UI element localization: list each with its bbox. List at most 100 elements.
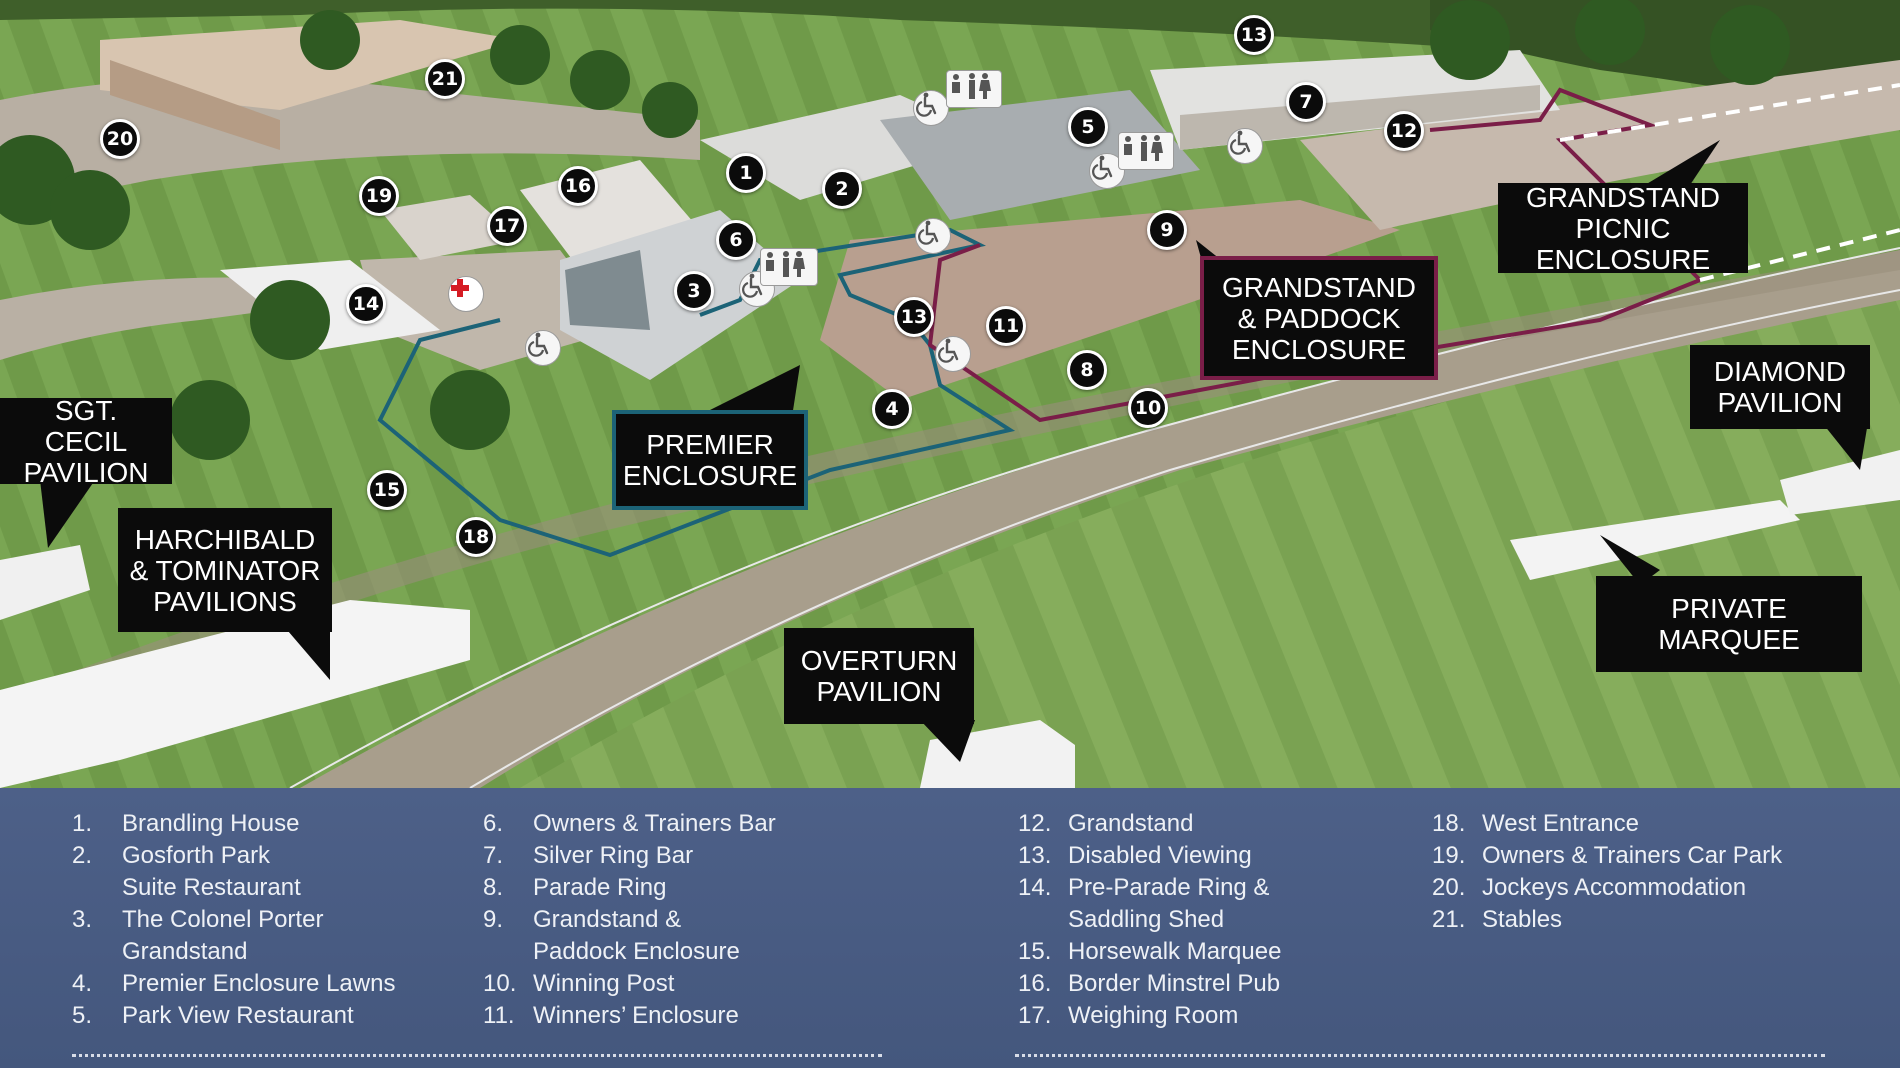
family-toilet-icon	[1118, 132, 1174, 170]
legend-item-number: 20.	[1432, 874, 1466, 901]
map-marker-17[interactable]: 17	[487, 206, 527, 246]
wheelchair-icon	[915, 218, 951, 254]
legend-item-label: Grandstand	[1068, 810, 1194, 837]
legend-item: 20. Jockeys Accommodation	[1432, 872, 1802, 904]
legend-item-number: 2.	[72, 842, 93, 869]
map-marker-18[interactable]: 18	[456, 517, 496, 557]
map-marker-11[interactable]: 11	[986, 306, 1026, 346]
first-aid-icon	[448, 276, 484, 312]
legend-item-number: 16.	[1018, 970, 1052, 997]
map-marker-20[interactable]: 20	[100, 119, 140, 159]
legend-item-number: 5.	[72, 1002, 93, 1029]
map-marker-14[interactable]: 14	[346, 284, 386, 324]
legend-item: 21. Stables	[1432, 904, 1802, 936]
callout-harchibald-tominator-pavilions[interactable]: HARCHIBALD & TOMINATOR PAVILIONS	[118, 508, 332, 632]
legend-item-number: 15.	[1018, 938, 1052, 965]
legend-item: 14. Pre-Parade Ring & Saddling Shed	[1018, 872, 1388, 936]
legend-item: 18. West Entrance	[1432, 808, 1802, 840]
legend-item-label: Stables	[1482, 906, 1563, 933]
legend-item: 17. Weighing Room	[1018, 1000, 1388, 1032]
map-marker-9[interactable]: 9	[1147, 210, 1187, 250]
legend-item-label: Winners’ Enclosure	[533, 1002, 739, 1029]
legend-item: 13. Disabled Viewing	[1018, 840, 1388, 872]
map-marker-8[interactable]: 8	[1067, 350, 1107, 390]
grandstand-paddock-boundary	[927, 87, 1704, 423]
legend-item-number: 14.	[1018, 874, 1052, 901]
legend-item-label: West Entrance	[1482, 810, 1639, 837]
legend-item: 7. Silver Ring Bar	[483, 840, 853, 872]
callout-private-marquee[interactable]: PRIVATE MARQUEE	[1596, 576, 1862, 672]
legend-item-number: 7.	[483, 842, 504, 869]
legend-divider	[1015, 1054, 1825, 1057]
legend-item-label: The Colonel Porter Grandstand	[122, 906, 324, 965]
map-marker-10[interactable]: 10	[1128, 388, 1168, 428]
legend-item: 5. Park View Restaurant	[72, 1000, 442, 1032]
callout-grandstand-paddock-enclosure[interactable]: GRANDSTAND & PADDOCK ENCLOSURE	[1200, 256, 1438, 380]
map-marker-3[interactable]: 3	[674, 271, 714, 311]
legend-item-label: Disabled Viewing	[1068, 842, 1252, 869]
map-marker-13[interactable]: 13	[1234, 15, 1274, 55]
map-marker-4[interactable]: 4	[872, 389, 912, 429]
legend-column-4: 18. West Entrance 19.Owners & Trainers Car…	[1432, 808, 1802, 936]
legend-item-label: Winning Post	[533, 970, 675, 997]
legend-item-label: Silver Ring Bar	[533, 842, 694, 869]
legend-item-number: 9.	[483, 906, 504, 933]
legend-item-label: Pre-Parade Ring & Saddling Shed	[1068, 874, 1270, 933]
map-marker-1[interactable]: 1	[726, 153, 766, 193]
wheelchair-icon	[1227, 128, 1263, 164]
map-marker-15[interactable]: 15	[367, 470, 407, 510]
map-marker-19[interactable]: 19	[359, 176, 399, 216]
legend-item: 16.Border Minstrel Pub	[1018, 968, 1388, 1000]
racecourse-map: GRANDSTAND PICNIC ENCLOSURE GRANDSTAND & …	[0, 0, 1900, 788]
callout-overturn-pavilion[interactable]: OVERTURN PAVILION	[784, 628, 974, 724]
map-marker-16[interactable]: 16	[558, 166, 598, 206]
legend-item-number: 18.	[1432, 810, 1466, 837]
legend-item: 3. The Colonel Porter Grandstand	[72, 904, 442, 968]
legend-item: 12.Grandstand	[1018, 808, 1388, 840]
legend-item-number: 19.	[1432, 842, 1466, 869]
legend-item-number: 4.	[72, 970, 93, 997]
map-legend: 1. Brandling House 2. Gosforth Park Suite R…	[0, 788, 1900, 1068]
legend-item: 1. Brandling House	[72, 808, 442, 840]
map-marker-6[interactable]: 6	[716, 220, 756, 260]
legend-item: 15. Horsewalk Marquee	[1018, 936, 1388, 968]
legend-item-number: 8.	[483, 874, 504, 901]
legend-item-number: 1.	[72, 810, 93, 837]
callout-grandstand-picnic-enclosure[interactable]: GRANDSTAND PICNIC ENCLOSURE	[1498, 182, 1748, 275]
callout-premier-enclosure[interactable]: PREMIER ENCLOSURE	[612, 410, 808, 510]
legend-item-label: Park View Restaurant	[122, 1002, 354, 1029]
callout-sgt-cecil-pavilion[interactable]: SGT. CECIL PAVILION	[0, 395, 172, 488]
legend-item-label: Weighing Room	[1068, 1002, 1239, 1029]
map-marker-12[interactable]: 12	[1384, 111, 1424, 151]
map-marker-2[interactable]: 2	[822, 169, 862, 209]
map-marker-5[interactable]: 5	[1068, 107, 1108, 147]
legend-item-number: 13.	[1018, 842, 1052, 869]
family-toilet-icon	[760, 248, 818, 286]
wheelchair-icon	[935, 336, 971, 372]
family-toilet-icon	[946, 70, 1002, 108]
legend-item-label: Jockeys Accommodation	[1482, 874, 1747, 901]
legend-item-number: 11.	[483, 1002, 515, 1029]
legend-item-label: Parade Ring	[533, 874, 667, 901]
legend-item-number: 3.	[72, 906, 93, 933]
legend-item-label: Owners & Trainers Bar	[533, 810, 776, 837]
map-marker-13[interactable]: 13	[894, 297, 934, 337]
map-marker-7[interactable]: 7	[1286, 82, 1326, 122]
wheelchair-icon	[525, 330, 561, 366]
legend-item: 11. Winners’ Enclosure	[483, 1000, 853, 1032]
legend-item-number: 21.	[1432, 906, 1466, 933]
legend-item: 8. Parade Ring	[483, 872, 853, 904]
legend-item-label: Horsewalk Marquee	[1068, 938, 1282, 965]
legend-item-label: Brandling House	[122, 810, 300, 837]
legend-item-number: 17.	[1018, 1002, 1052, 1029]
legend-item: 2. Gosforth Park Suite Restaurant	[72, 840, 442, 904]
legend-item: 19.Owners & Trainers Car Park	[1432, 840, 1802, 872]
legend-divider	[72, 1054, 882, 1057]
legend-item: 6.Owners & Trainers Bar	[483, 808, 853, 840]
map-marker-21[interactable]: 21	[425, 59, 465, 99]
legend-item: 10.Winning Post	[483, 968, 853, 1000]
legend-item-label: Premier Enclosure Lawns	[122, 970, 396, 997]
callout-diamond-pavilion[interactable]: DIAMOND PAVILION	[1690, 345, 1870, 429]
legend-item-label: Gosforth Park Suite Restaurant	[122, 842, 301, 901]
